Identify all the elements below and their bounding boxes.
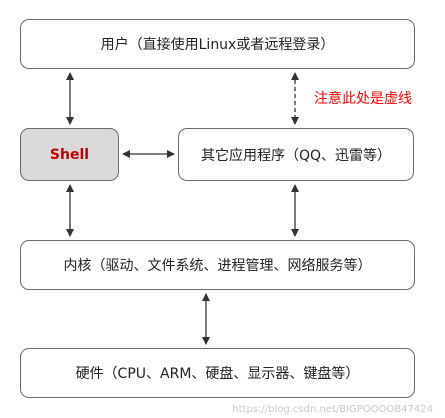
apps-label: 其它应用程序（QQ、迅雷等） — [200, 147, 392, 164]
user-box: 用户（直接使用Linux或者远程登录） — [20, 19, 415, 69]
shell-label: Shell — [49, 146, 90, 163]
user-label: 用户（直接使用Linux或者远程登录） — [100, 37, 335, 53]
watermark: https://blog.csdn.net/BIGPOOOOB47424 — [232, 404, 433, 415]
dashed-line-note: 注意此处是虚线 — [314, 91, 412, 107]
shell-box: Shell — [20, 128, 119, 181]
hardware-box: 硬件（CPU、ARM、硬盘、显示器、键盘等） — [20, 348, 415, 398]
hardware-label: 硬件（CPU、ARM、硬盘、显示器、键盘等） — [75, 366, 360, 382]
kernel-label: 内核（驱动、文件系统、进程管理、网络服务等） — [63, 258, 372, 274]
kernel-box: 内核（驱动、文件系统、进程管理、网络服务等） — [20, 240, 415, 290]
apps-box: 其它应用程序（QQ、迅雷等） — [178, 128, 414, 181]
